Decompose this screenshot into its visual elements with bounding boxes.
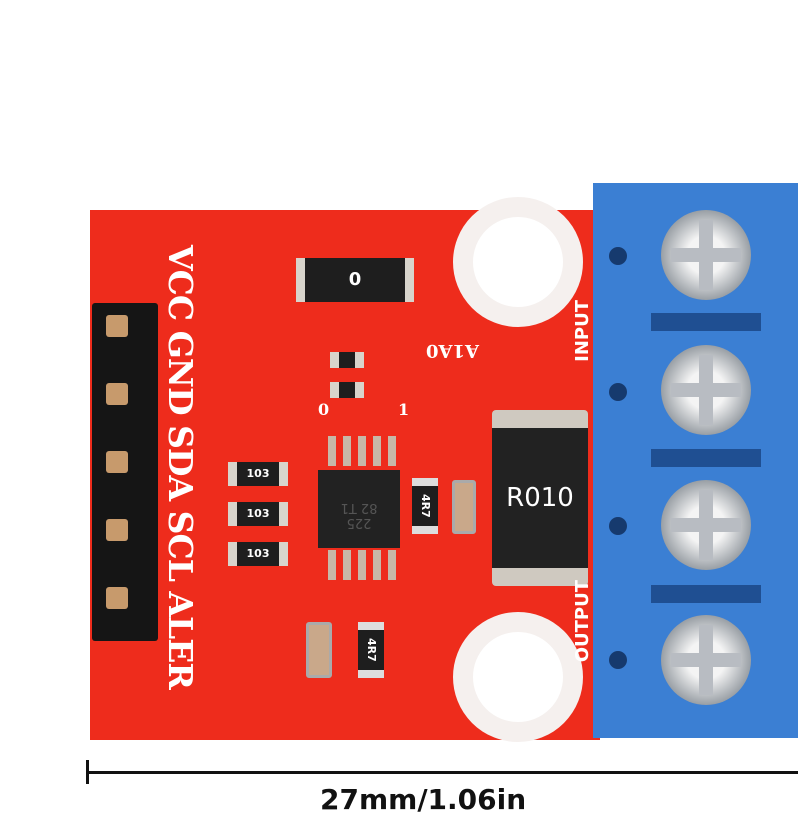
top-resistor: 0: [296, 258, 414, 302]
resistor-4r7: 4R7: [358, 622, 384, 678]
screw-icon: [661, 210, 751, 300]
pin-alert: [106, 587, 128, 609]
jumper-resistor: [330, 352, 364, 368]
screw-icon: [661, 615, 751, 705]
pin-scl: [106, 519, 128, 541]
jumper-resistor: [330, 382, 364, 398]
capacitor: [306, 622, 332, 678]
addr-label-a0: A0: [426, 340, 453, 361]
jumper-label-0: 0: [318, 400, 330, 419]
pin-gnd: [106, 383, 128, 405]
resistor-103: 103: [228, 502, 288, 526]
screw-icon: [661, 345, 751, 435]
pin-header: [92, 303, 158, 641]
mounting-hole-top: [453, 197, 583, 327]
pin-labels: VCC GND SDA SCL ALER: [161, 245, 200, 689]
capacitor: [452, 480, 476, 534]
resistor-103: 103: [228, 462, 288, 486]
dimension-line: [88, 771, 798, 774]
dimension-label: 27mm/1.06in: [320, 783, 527, 816]
pin-sda: [106, 451, 128, 473]
screw-icon: [661, 480, 751, 570]
shunt-resistor: R010: [492, 410, 588, 586]
resistor-4r7: 4R7: [412, 478, 438, 534]
addr-label-a1: A1: [452, 340, 480, 361]
screw-terminal-block: [593, 183, 798, 738]
jumper-label-1: 1: [398, 400, 410, 419]
mounting-hole-bottom: [453, 612, 583, 742]
dimension-tick: [86, 760, 89, 784]
output-label: OUTPUT: [572, 580, 593, 663]
resistor-103: 103: [228, 542, 288, 566]
input-label: INPUT: [572, 300, 593, 362]
pin-vcc: [106, 315, 128, 337]
